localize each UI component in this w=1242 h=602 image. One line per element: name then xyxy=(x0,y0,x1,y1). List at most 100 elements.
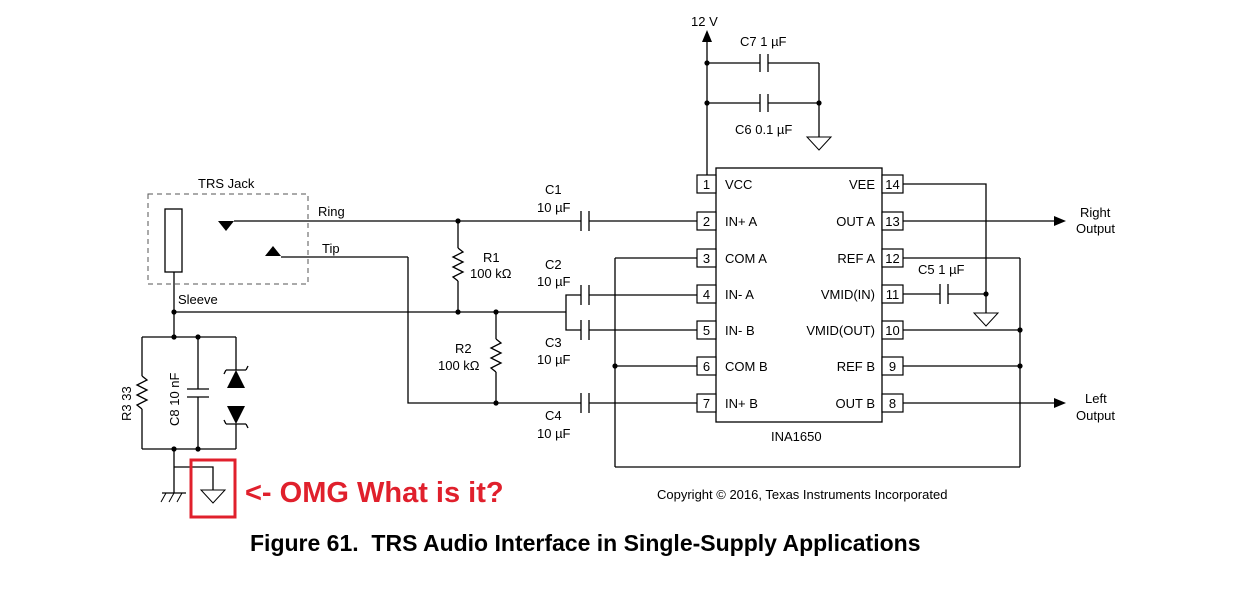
left-output-arrow xyxy=(1054,398,1066,408)
ic-pin-name: VCC xyxy=(725,177,752,192)
r1-resistor xyxy=(451,247,465,282)
c4-value: 10 µF xyxy=(537,426,571,441)
c7-label: C7 1 µF xyxy=(740,34,787,49)
c8-label: C8 10 nF xyxy=(167,372,182,426)
ic-right-wiring: C5 1 µF Right Output Left Output xyxy=(903,183,1115,423)
supply-label: 12 V xyxy=(691,14,718,29)
ic-pin-number: 2 xyxy=(703,214,710,229)
ic-pin-box xyxy=(696,284,717,304)
annotation-text: <- OMG What is it? xyxy=(245,477,504,509)
junction-dot xyxy=(1017,327,1023,333)
ic-pin-box xyxy=(881,284,904,304)
ic-pin-box xyxy=(881,356,904,376)
annotation-highlight-box xyxy=(189,458,237,519)
tip-label: Tip xyxy=(322,241,340,256)
ic-pin-number: 8 xyxy=(889,396,896,411)
junction-dot xyxy=(612,363,618,369)
r2-ref: R2 xyxy=(455,341,472,356)
ic-pin-number: 11 xyxy=(886,287,900,302)
ring-contact-icon xyxy=(218,221,234,231)
ic-pin-box xyxy=(881,174,904,194)
ic-pin-box xyxy=(696,320,717,340)
ic-pin-box xyxy=(696,248,717,268)
trs-jack: TRS Jack Ring Tip Sleeve xyxy=(147,176,458,312)
ic-pin-box xyxy=(881,320,904,340)
com-net xyxy=(612,257,1023,468)
ground-icon xyxy=(972,312,1000,327)
c6-label: C6 0.1 µF xyxy=(735,122,792,137)
ic-pin-name: IN- A xyxy=(725,287,754,302)
ic-pin-name: OUT A xyxy=(836,214,875,229)
tvs-diode-down-icon xyxy=(227,406,245,424)
c2-ref: C2 xyxy=(545,257,562,272)
r2-resistor xyxy=(489,338,503,373)
ic-pin-box xyxy=(696,393,717,413)
sleeve-node: C2 10 µF C3 10 µF R2 100 kΩ xyxy=(171,257,697,406)
ring-path: C1 10 µF R1 100 kΩ xyxy=(451,182,697,315)
ina1650-ic: INA1650 1 VCC 2 IN+ A 3 COM A 4 IN- A 5 IN- B 6 COM… xyxy=(696,167,904,444)
ic-pin-number: 5 xyxy=(703,323,710,338)
ring-label: Ring xyxy=(318,204,345,219)
supply-arrow xyxy=(702,30,712,42)
ic-pin-name: IN+ A xyxy=(725,214,757,229)
r1-value: 100 kΩ xyxy=(470,266,512,281)
ic-pin-name: VMID(OUT) xyxy=(806,323,875,338)
right-output-arrow xyxy=(1054,216,1066,226)
ic-pin-name: IN+ B xyxy=(725,396,758,411)
right-output-label-2: Output xyxy=(1076,221,1115,236)
ic-pin-number: 3 xyxy=(703,251,710,266)
sleeve-label: Sleeve xyxy=(178,292,218,307)
ic-pin-box xyxy=(696,356,717,376)
jack-sleeve-body xyxy=(164,208,183,273)
ic-pin-box xyxy=(881,211,904,231)
ic-pin-number: 4 xyxy=(703,287,710,302)
ic-pin-number: 1 xyxy=(703,177,710,192)
ic-pin-box xyxy=(696,211,717,231)
ic-pin-box xyxy=(696,174,717,194)
r1-ref: R1 xyxy=(483,250,500,265)
junction-dot xyxy=(704,100,710,106)
ic-pin-name: OUT B xyxy=(836,396,876,411)
ic-pin-number: 7 xyxy=(703,396,710,411)
r3-label: R3 33 xyxy=(119,386,134,421)
ic-pin-number: 6 xyxy=(703,359,710,374)
left-output-label-2: Output xyxy=(1076,408,1115,423)
ic-name: INA1650 xyxy=(771,429,822,444)
jack-title: TRS Jack xyxy=(198,176,255,191)
ic-pin-box xyxy=(881,393,904,413)
ic-left-pins: 1 VCC 2 IN+ A 3 COM A 4 IN- A 5 IN- B 6 COM B 7 IN+ B xyxy=(696,174,768,413)
ic-pin-number: 9 xyxy=(889,359,896,374)
ic-pin-name: VEE xyxy=(849,177,875,192)
right-output-label-1: Right xyxy=(1080,205,1111,220)
ic-pin-name: COM A xyxy=(725,251,767,266)
ic-pin-name: COM B xyxy=(725,359,768,374)
jack-outline xyxy=(147,193,309,285)
ic-pin-name: REF B xyxy=(837,359,875,374)
supply-section: 12 V C7 1 µF C6 0.1 µF xyxy=(691,14,833,175)
c5-label: C5 1 µF xyxy=(918,262,965,277)
ic-pin-number: 10 xyxy=(885,323,899,338)
ic-pin-number: 13 xyxy=(885,214,899,229)
ground-icon xyxy=(805,136,833,151)
c1-ref: C1 xyxy=(545,182,562,197)
tip-path: C4 10 µF xyxy=(407,257,697,441)
junction-dot xyxy=(171,334,177,340)
ic-pin-name: IN- B xyxy=(725,323,755,338)
ground-icon xyxy=(199,489,227,504)
junction-dot xyxy=(704,60,710,66)
r3-resistor xyxy=(135,375,149,410)
ic-pin-box xyxy=(881,248,904,268)
ic-pin-name: REF A xyxy=(837,251,875,266)
tip-contact-icon xyxy=(265,246,281,256)
figure-caption: Figure 61. TRS Audio Interface in Single… xyxy=(250,530,920,556)
c3-value: 10 µF xyxy=(537,352,571,367)
ic-pin-number: 12 xyxy=(885,251,899,266)
c4-ref: C4 xyxy=(545,408,562,423)
r2-value: 100 kΩ xyxy=(438,358,480,373)
c1-value: 10 µF xyxy=(537,200,571,215)
c2-value: 10 µF xyxy=(537,274,571,289)
tvs-diode-up-icon xyxy=(227,370,245,388)
ic-pin-number: 14 xyxy=(885,177,899,192)
